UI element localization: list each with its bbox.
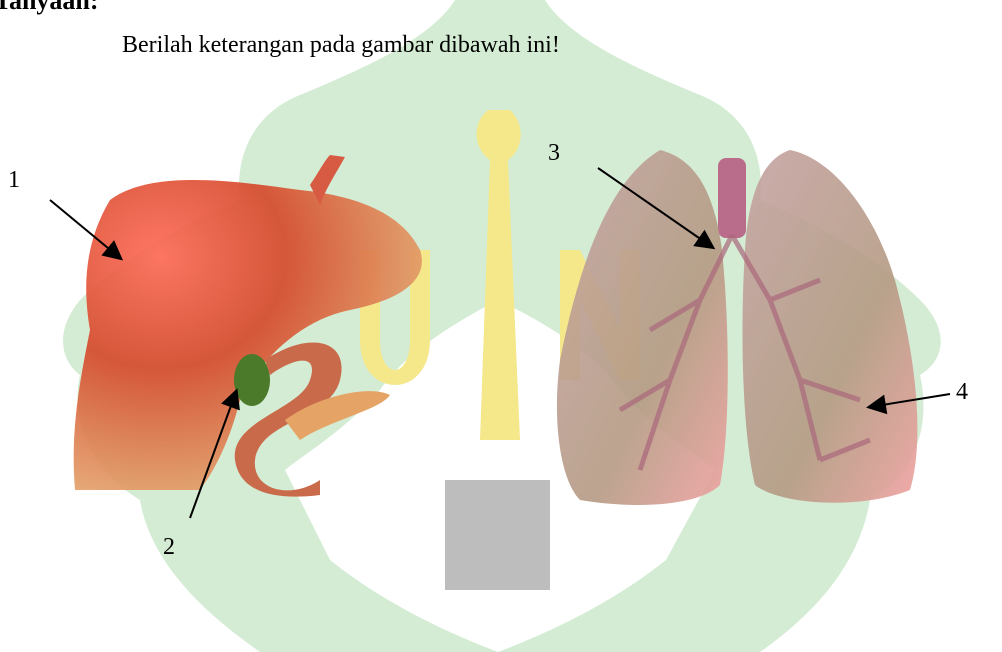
gallbladder-image xyxy=(234,354,270,406)
lung-left-image xyxy=(557,150,728,505)
label-2: 2 xyxy=(163,535,175,559)
trachea-image xyxy=(718,158,746,238)
label-1: 1 xyxy=(8,168,20,192)
label-3: 3 xyxy=(548,141,560,165)
lung-right-image xyxy=(742,150,917,503)
label-4: 4 xyxy=(956,380,968,404)
